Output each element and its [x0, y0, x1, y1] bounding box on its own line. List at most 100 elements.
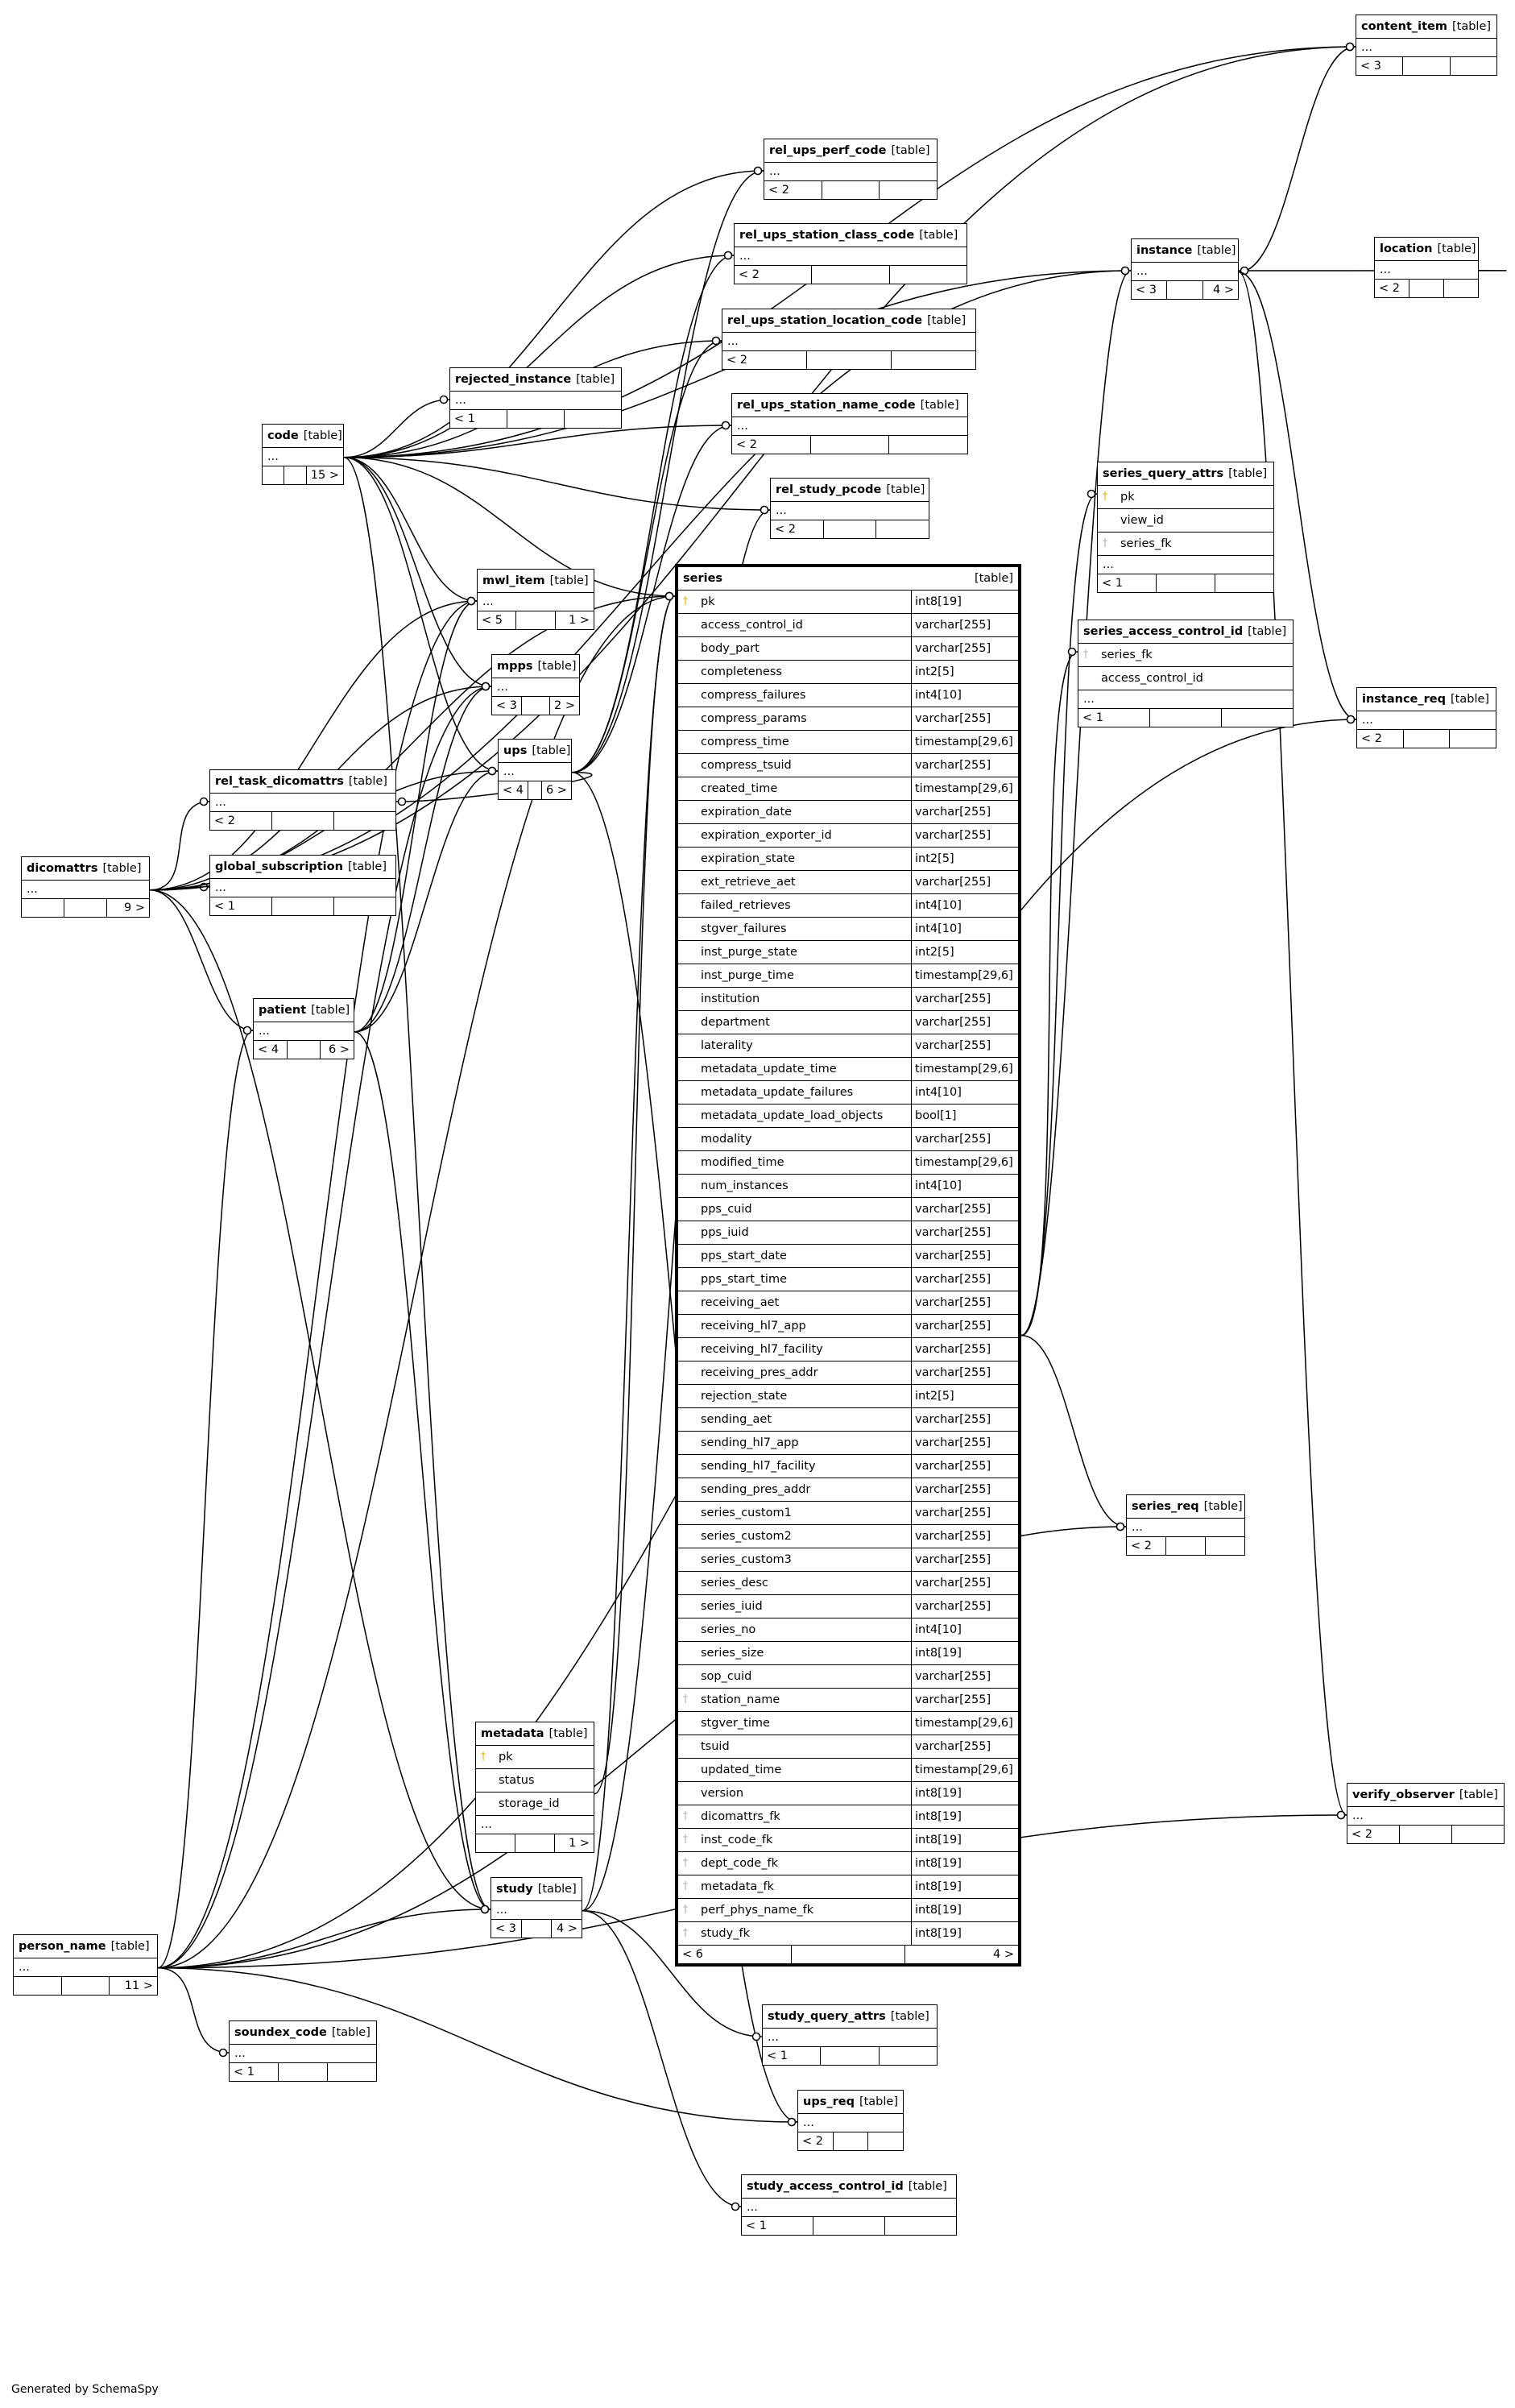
column-type: timestamp[29,6]: [911, 1151, 1018, 1174]
key-spacer: [678, 1595, 693, 1618]
relationship-counts: < 2: [1357, 730, 1496, 748]
foreign-key-icon: †: [682, 1857, 689, 1869]
relationship-line: [343, 457, 771, 511]
table-series-req[interactable]: series_req[table]...< 2: [1126, 1494, 1245, 1556]
table-series-access-control-id[interactable]: series_access_control_id[table]†series_f…: [1078, 620, 1294, 727]
table-instance-req[interactable]: instance_req[table]...< 2: [1356, 687, 1496, 748]
column-type: timestamp[29,6]: [911, 964, 1018, 987]
table-type-tag: [table]: [974, 572, 1013, 585]
column-name: series_custom2: [701, 1530, 792, 1543]
key-spacer: [678, 894, 693, 917]
table-global-subscription[interactable]: global_subscription[table]...< 1: [209, 855, 396, 916]
table-rel-study-pcode[interactable]: rel_study_pcode[table]...< 2: [770, 478, 929, 539]
table-person-name[interactable]: person_name[table]...11 >: [13, 1934, 158, 1996]
table-header: global_subscription[table]: [210, 856, 395, 879]
optional-cardinality-marker: [1116, 1522, 1125, 1531]
table-dicomattrs[interactable]: dicomattrs[table]...9 >: [21, 856, 150, 918]
count-cell: [1157, 574, 1215, 592]
relationship-counts: < 1: [1098, 574, 1273, 592]
column-name: series_custom3: [701, 1553, 792, 1566]
count-cell: < 2: [1357, 730, 1404, 748]
table-ups-req[interactable]: ups_req[table]...< 2: [797, 2090, 904, 2151]
count-cell: [1215, 574, 1273, 592]
count-cell: < 2: [764, 181, 822, 199]
key-spacer: [678, 707, 693, 730]
table-verify-observer[interactable]: verify_observer[table]...< 2: [1347, 1783, 1505, 1844]
table-rel-task-dicomattrs[interactable]: rel_task_dicomattrs[table]...< 2: [209, 769, 396, 831]
column-type: varchar[255]: [911, 754, 1018, 777]
column-type: varchar[255]: [911, 1198, 1018, 1221]
count-cell: < 2: [1127, 1537, 1166, 1555]
table-type-tag: [table]: [1248, 625, 1287, 638]
table-name: study: [496, 1883, 533, 1896]
relationship-counts: < 1: [230, 2063, 376, 2081]
column-name: series_no: [701, 1623, 756, 1636]
column-type: varchar[255]: [911, 1735, 1018, 1758]
relationship-counts: < 2: [1375, 280, 1478, 297]
table-header: rel_ups_station_name_code[table]: [732, 394, 967, 417]
table-header: series[table]: [678, 567, 1018, 591]
key-spacer: [476, 1769, 491, 1792]
table-type-tag: [table]: [576, 373, 615, 386]
column-name: institution: [701, 993, 760, 1005]
table-study-access-control-id[interactable]: study_access_control_id[table]...< 1: [741, 2174, 957, 2236]
relationship-line: [343, 425, 732, 458]
column-type: int2[5]: [911, 848, 1018, 870]
count-cell: [62, 1977, 110, 1995]
column-type: int8[19]: [911, 1805, 1018, 1828]
table-rel-ups-station-class-code[interactable]: rel_ups_station_class_code[table]...< 2: [734, 223, 967, 284]
column-type: varchar[255]: [911, 1525, 1018, 1548]
count-cell: < 6: [678, 1946, 792, 1963]
table-rel-ups-perf-code[interactable]: rel_ups_perf_code[table]...< 2: [764, 139, 938, 200]
relationship-line: [343, 255, 735, 458]
count-cell: [515, 1834, 555, 1852]
relationship-line: [157, 1967, 798, 2123]
table-location[interactable]: location[table]...< 2: [1374, 237, 1479, 298]
count-cell: [565, 410, 621, 428]
table-name: series_access_control_id: [1083, 625, 1244, 638]
count-cell: < 1: [742, 2217, 813, 2235]
table-rel-ups-station-location-code[interactable]: rel_ups_station_location_code[table]...<…: [722, 309, 976, 370]
optional-cardinality-marker: [487, 766, 497, 776]
column-name: expiration_exporter_id: [701, 829, 832, 842]
key-spacer: [678, 1548, 693, 1571]
key-spacer: [678, 1011, 693, 1034]
table-code[interactable]: code[table]...15 >: [262, 424, 344, 485]
column-row: †series_fk: [1098, 533, 1273, 556]
table-study-query-attrs[interactable]: study_query_attrs[table]...< 1: [762, 2004, 938, 2066]
key-spacer: [678, 1712, 693, 1735]
table-header: series_query_attrs[table]: [1098, 462, 1273, 486]
count-cell: [812, 266, 890, 284]
column-name: metadata_fk: [701, 1880, 775, 1893]
table-type-tag: [table]: [1451, 693, 1490, 706]
relationship-line: [149, 801, 210, 891]
foreign-key-icon: †: [682, 1693, 689, 1705]
table-content-item[interactable]: content_item[table]...< 3: [1356, 15, 1497, 76]
column-name: compress_tsuid: [701, 759, 792, 772]
relationship-line: [343, 457, 491, 1910]
table-rejected-instance[interactable]: rejected_instance[table]...< 1: [449, 367, 622, 429]
column-name: series_fk: [1101, 649, 1153, 661]
table-name: instance: [1136, 244, 1193, 257]
table-soundex-code[interactable]: soundex_code[table]...< 1: [229, 2020, 377, 2082]
table-rel-ups-station-name-code[interactable]: rel_ups_station_name_code[table]...< 2: [731, 393, 968, 454]
